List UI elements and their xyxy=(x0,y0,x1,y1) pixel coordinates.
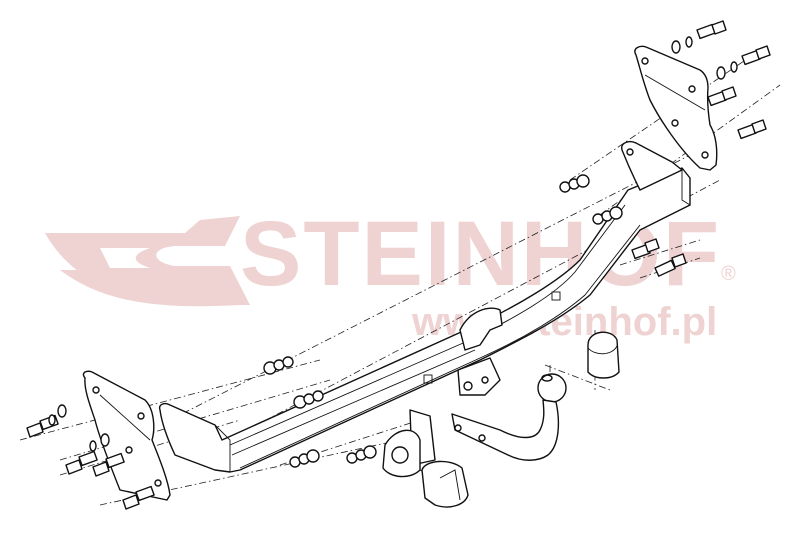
ball-cap xyxy=(587,331,620,379)
right-end-bracket xyxy=(621,141,683,191)
right-bolts xyxy=(631,20,771,277)
right-bracket-plate xyxy=(634,45,718,171)
watermark-registered-mark: ® xyxy=(721,263,736,285)
ball-receiver xyxy=(457,307,503,396)
washers-nuts xyxy=(263,174,623,468)
left-bolts xyxy=(26,404,155,510)
socket-plate xyxy=(382,409,436,478)
left-bracket-plate xyxy=(82,370,171,501)
electric-socket xyxy=(421,460,469,508)
tow-ball-neck xyxy=(451,373,567,461)
